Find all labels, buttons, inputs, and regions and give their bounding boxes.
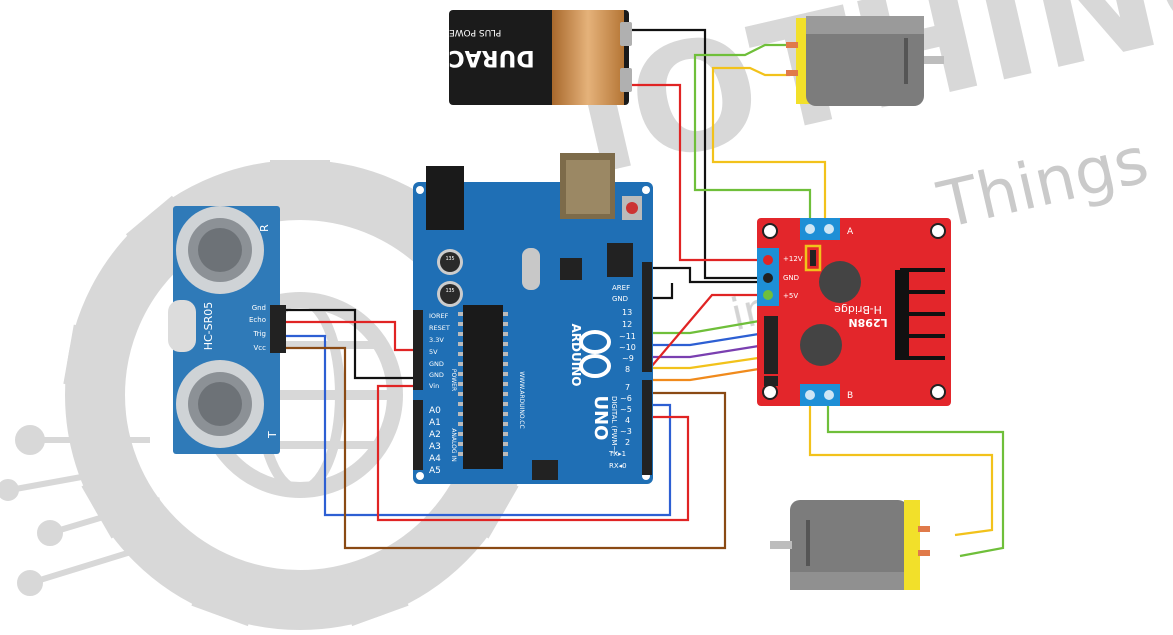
battery-brand: DURACELL <box>405 45 534 70</box>
digital-pin-label: TX▸1 <box>608 450 626 458</box>
analog-pin-label: A1 <box>429 418 441 428</box>
arduino-model: UNO <box>590 396 611 441</box>
hbridge-label-gnd: GND <box>783 274 799 282</box>
wire-motor-a-green <box>693 43 812 222</box>
sensor-pin-vcc: Vcc <box>254 344 267 352</box>
capacitor-label-1: 135 <box>445 256 454 262</box>
wire-pin8 <box>643 355 766 370</box>
digital-pin-label: 12 <box>622 320 632 329</box>
digital-pin-label: ~6 <box>620 394 632 403</box>
power-pin-label: GND <box>429 360 444 368</box>
digital-pin-label: ~5 <box>620 405 632 414</box>
digital-pin-label: ~10 <box>619 343 636 352</box>
hbridge-label-b: B <box>847 391 853 401</box>
arduino-analog-pins: A0 A1 A2 A3 A4 A5 <box>429 406 441 476</box>
power-pin-label: 5V <box>429 348 438 356</box>
dc-motor-a <box>786 16 944 106</box>
sensor-model: HC-SR05 <box>202 302 215 351</box>
power-pin-label: IOREF <box>429 312 449 320</box>
hbridge-title: H-Bridge <box>834 303 882 316</box>
arduino-uno-board: 135 135 <box>413 153 653 484</box>
arduino-power-pins: IOREF RESET 3.3V 5V GND GND Vin <box>429 312 450 390</box>
wire-pin11 <box>643 318 766 335</box>
wire-sensor-echo <box>285 334 672 517</box>
power-pin-label: 3.3V <box>429 336 444 344</box>
arduino-logo-text: ARDUINO <box>569 324 583 387</box>
digital-pin-label: RX◂0 <box>609 462 627 470</box>
analog-pin-label: A4 <box>429 454 441 464</box>
digital-pin-label: ~9 <box>622 354 634 363</box>
wire-battery-negative <box>630 28 770 280</box>
wire-arduino-gnd <box>650 266 770 284</box>
watermark-tagline-end: Things <box>931 124 1155 244</box>
digital-pin-label: 2 <box>625 438 630 447</box>
sensor-t-mark: T <box>266 431 279 439</box>
hbridge-label-12v: +12V <box>783 255 803 263</box>
sensor-pin-echo: Echo <box>249 316 266 324</box>
sensor-pin-trig: Trig <box>252 330 266 338</box>
hbridge-label-5v: +5V <box>783 292 798 300</box>
wire-hb-red <box>639 293 765 381</box>
battery-sub: PLUS POWER <box>443 27 502 37</box>
dc-motor-b <box>770 500 930 590</box>
arduino-aref-label: AREF <box>612 284 630 292</box>
arduino-digital-label: DIGITAL (PWM~) <box>610 396 618 454</box>
wires <box>285 28 1005 558</box>
wire-sensor-vcc <box>285 320 430 352</box>
digital-pin-label: 7 <box>625 383 630 392</box>
arduino-power-label: POWER <box>450 369 457 391</box>
arduino-www: WWW.ARDUINO.CC <box>518 371 525 428</box>
wire-5v-loop <box>376 384 690 522</box>
battery-9v: DURACELL PLUS POWER <box>405 10 632 105</box>
wire-motor-a-yellow <box>711 66 827 222</box>
arduino-analog-label: ANALOG IN <box>450 428 457 461</box>
wire-sensor-trig <box>285 346 727 550</box>
sensor-pin-gnd: Gnd <box>252 304 266 312</box>
digital-pin-label: 8 <box>625 365 630 374</box>
analog-pin-label: A2 <box>429 430 441 440</box>
wire-battery-positive <box>630 83 770 262</box>
capacitor-label-2: 135 <box>445 288 454 294</box>
digital-pin-label: 13 <box>622 308 632 317</box>
wire-motor-b-green <box>826 405 1005 558</box>
l298n-hbridge-board: +12V GND +5V A B H-Bridge L298N <box>757 218 951 406</box>
hbridge-label-a: A <box>847 227 854 237</box>
ultrasonic-sensor-hcsr05: HC-SR05 R T Gnd Echo Trig Vcc <box>168 206 286 454</box>
digital-pin-label: ~11 <box>619 332 636 341</box>
wire-pin7 <box>643 366 766 382</box>
wire-pin10 <box>643 331 766 347</box>
power-pin-label: RESET <box>429 324 450 332</box>
wire-motor-b-yellow <box>808 405 994 537</box>
sensor-r-mark: R <box>258 224 271 232</box>
analog-pin-label: A3 <box>429 442 441 452</box>
hbridge-chip: L298N <box>848 316 887 329</box>
digital-pin-label: 4 <box>625 416 630 425</box>
power-pin-label: GND <box>429 371 444 379</box>
arduino-infinity-icon <box>579 330 611 378</box>
analog-pin-label: A5 <box>429 466 441 476</box>
arduino-digital-pins: 13 12 ~11 ~10 ~9 8 7 ~6 ~5 4 ~3 2 TX▸1 R… <box>608 308 636 470</box>
power-pin-label: Vin <box>429 382 439 390</box>
digital-pin-label: ~3 <box>620 427 632 436</box>
wire-sensor-gnd <box>285 308 430 380</box>
arduino-gnd-label: GND <box>612 295 628 303</box>
analog-pin-label: A0 <box>429 406 441 416</box>
